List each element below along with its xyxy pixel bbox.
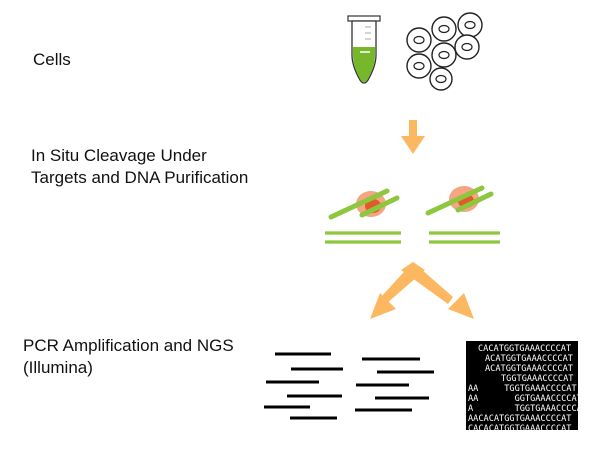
sequence-read: ACATGGTGAAACCCCAT: [485, 364, 573, 374]
step-label-sequencing: PCR Amplification and NGS (Illumina): [23, 336, 234, 377]
down-arrow-icon: [401, 120, 425, 154]
step-label-cells: Cells: [33, 50, 71, 69]
sequence-read: CACATGGTGAAACCCCAT: [478, 344, 571, 354]
sequence-read: AA GGTGAAACCCCAT: [468, 394, 582, 404]
sequence-read: CACACATGGTGAAACCCCAT: [468, 424, 571, 434]
sequencing-reads-icon: [264, 352, 434, 420]
sequence-read: AA TGGTGAAACCCCAT: [468, 384, 577, 394]
tube-icon: [347, 15, 381, 84]
sequence-read: TGGTGAAACCCCAT: [501, 374, 573, 384]
split-arrow-icon: [370, 262, 474, 319]
cleaved-dna-fragments: [325, 231, 500, 244]
cell-nuclei: [413, 20, 476, 84]
protein-dna-complex-right: [425, 185, 494, 216]
sequence-read: AACACATGGTGAAACCCCAT: [468, 414, 571, 424]
step-label-cleavage: In Situ Cleavage Under Targets and DNA P…: [31, 146, 249, 187]
sequence-panel: CACATGGTGAAACCCCAT ACATGGTGAAACCCCAT ACA…: [466, 341, 587, 434]
protein-dna-complex-left: [328, 188, 400, 220]
sequence-read: ACATGGTGAAACCCCAT: [485, 354, 573, 364]
sequence-read: A TGGTGAAACCCCAT: [468, 404, 587, 414]
